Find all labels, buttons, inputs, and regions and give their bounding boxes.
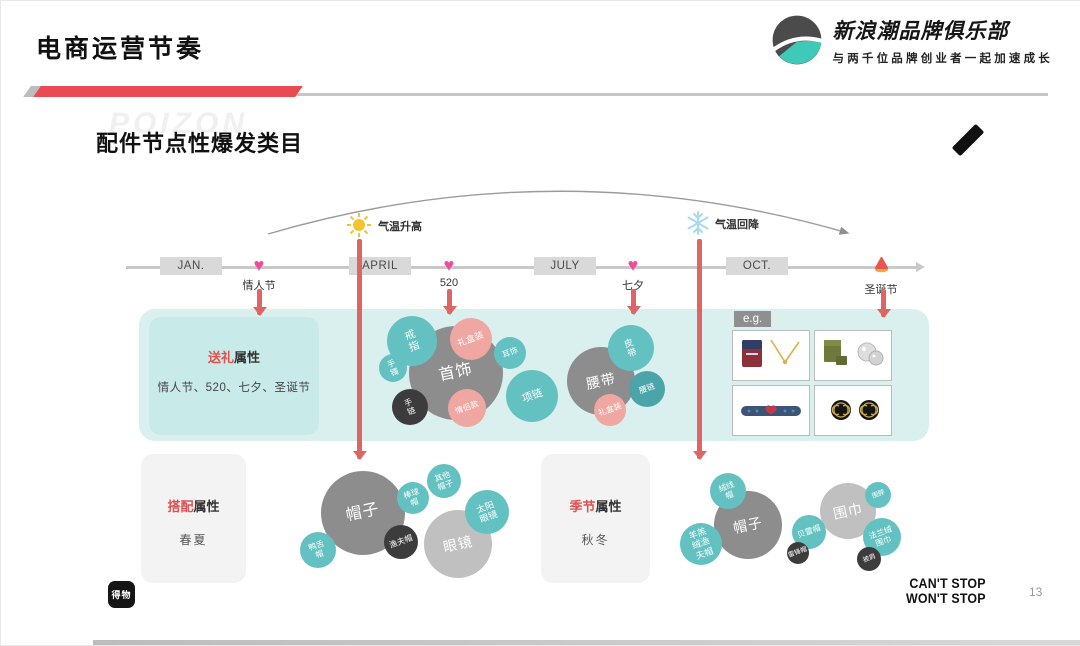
bubble-item: 其他 帽子 [427, 464, 461, 498]
brand-logo: 新浪潮品牌俱乐部 与两千位品牌创业者一起加速成长 [771, 14, 1054, 66]
bubble-item: 羊羔 绒渔 夫帽 [680, 523, 722, 565]
bottom-edge-strip [93, 640, 1080, 645]
gift-attribute-card: 送礼属性 情人节、520、七夕、圣诞节 [149, 317, 319, 435]
flow-arrow-temp-down [697, 239, 702, 459]
event-label: 520 [439, 277, 459, 289]
gift-title-black: 属性 [234, 350, 261, 365]
timeline-event: ♥情人节 [227, 256, 291, 293]
brand-logo-tagline: 与两千位品牌创业者一起加速成长 [832, 52, 1053, 65]
season-title-red: 季节 [569, 499, 596, 514]
brand-logo-icon [771, 15, 823, 65]
page-number: 13 [1029, 585, 1043, 599]
timeline-event: ♥七夕 [601, 256, 665, 293]
temp-down-label: 气温回降 [715, 219, 759, 231]
bubble-item: 法兰绒 围巾 [863, 518, 901, 556]
product-card [814, 385, 892, 436]
belt-product-image [741, 405, 801, 416]
page-title: 电商运营节奏 [36, 35, 205, 63]
season-attribute-card: 季节属性 秋冬 [541, 454, 650, 583]
brand-logo-title: 新浪潮品牌俱乐部 [832, 19, 1009, 43]
bubble-item: 渔夫帽 [384, 525, 418, 559]
flow-arrow-qixi [631, 289, 636, 314]
product-card [814, 330, 892, 381]
product-card [732, 385, 810, 436]
giftbox-product-image [824, 340, 884, 366]
temp-up-label: 气温升高 [378, 221, 422, 233]
flow-arrow-christmas [881, 289, 886, 317]
match-attribute-card: 搭配属性 春夏 [141, 454, 246, 583]
bubble-item: 太阳 眼镜 [465, 490, 509, 534]
timeline-arrowhead [916, 262, 930, 272]
bubble-item: 棒球 帽 [397, 482, 429, 514]
bubble-item: 围脖 [865, 482, 891, 508]
dewu-logo: 得物 [108, 581, 135, 608]
bubble-item: 披肩 [857, 547, 881, 571]
product-card [732, 330, 810, 381]
season-attribute-subtitle: 秋冬 [581, 533, 610, 547]
flow-arrow-temp-up [357, 239, 362, 459]
match-title-red: 搭配 [167, 499, 194, 514]
sun-icon [347, 213, 371, 237]
snowflake-icon [687, 211, 709, 235]
bubble-main: 围巾 [820, 483, 876, 539]
gift-title-red: 送礼 [207, 350, 234, 365]
watermark: POIZON [109, 107, 249, 140]
section-title: 配件节点性爆发类目 [96, 131, 304, 156]
bubble-main: 眼镜 [424, 510, 492, 578]
bubble-main: 帽子 [321, 471, 405, 555]
bubble-item: 雷锋帽 [787, 542, 809, 564]
match-title-black: 属性 [193, 499, 220, 514]
timeline-event: ♥ 520 [417, 256, 481, 289]
flow-arrow-valentine [257, 289, 262, 315]
bubble-main: 帽子 [714, 491, 782, 559]
pen-icon [952, 124, 984, 156]
gift-attribute-title: 送礼属性 [208, 347, 260, 366]
bubble-item: 贝雷帽 [792, 515, 826, 549]
temperature-arc [267, 190, 850, 235]
gift-attribute-subtitle: 情人节、520、七夕、圣诞节 [157, 382, 311, 394]
title-rule-red [33, 86, 303, 97]
flow-arrow-520 [447, 289, 452, 314]
season-title-black: 属性 [595, 499, 622, 514]
example-label: e.g. [734, 311, 772, 327]
bubble-item: 鸭舌 帽 [300, 532, 336, 568]
season-attribute-title: 季节属性 [569, 496, 621, 515]
heart-icon: ♥ [253, 255, 265, 275]
bubble-item: 绒线 帽 [710, 473, 746, 509]
heart-icon: ♥ [443, 255, 455, 275]
title-rule-line [36, 93, 1048, 96]
heart-icon: ♥ [627, 255, 639, 275]
match-attribute-title: 搭配属性 [167, 496, 219, 515]
necklace-product-image [742, 339, 800, 367]
timeline-line [126, 266, 918, 269]
footer-slogan: CAN'T STOP WON'T STOP [906, 576, 986, 606]
match-attribute-subtitle: 春夏 [179, 533, 208, 547]
earrings-product-image [831, 400, 879, 420]
